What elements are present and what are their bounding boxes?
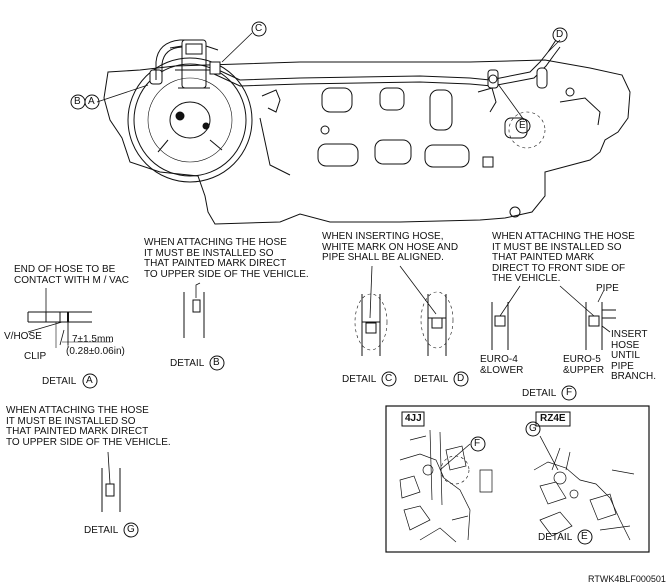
dimension-mm: 7±1.5mm xyxy=(72,334,114,345)
callout-a-main: A xyxy=(88,96,95,107)
vacuum-pipe xyxy=(155,39,561,113)
detail-d-letter: D xyxy=(457,373,465,384)
callout-b-main: B xyxy=(74,96,81,107)
detail-f-letter: F xyxy=(566,387,573,398)
detail-a-note: END OF HOSE TO BE CONTACT WITH M / VAC xyxy=(14,264,129,286)
callout-e-main: E xyxy=(519,120,526,131)
inset-callout-f: F xyxy=(474,438,481,449)
detail-cd-note: WHEN INSERTING HOSE, WHITE MARK ON HOSE … xyxy=(322,231,459,263)
detail-f-note: WHEN ATTACHING THE HOSE IT MUST BE INSTA… xyxy=(492,231,635,284)
callout-circles xyxy=(70,21,593,545)
detail-b-note: WHEN ATTACHING THE HOSE IT MUST BE INSTA… xyxy=(144,237,309,280)
dash-panel xyxy=(103,59,631,225)
engine-4jj-label: 4JJ xyxy=(405,413,422,424)
detail-g-note: WHEN ATTACHING THE HOSE IT MUST BE INSTA… xyxy=(6,405,171,448)
detail-b-caption: DETAIL xyxy=(170,358,205,369)
detail-c-drawing xyxy=(354,265,388,356)
detail-a-drawing xyxy=(27,288,112,348)
dimension-in: (0.28±0.06in) xyxy=(66,346,125,357)
euro5-label: EURO-5 &UPPER xyxy=(563,354,605,376)
detail-a-letter: A xyxy=(86,375,93,386)
callout-c-main: C xyxy=(255,23,263,34)
detail-b-letter: B xyxy=(213,357,220,368)
detail-g-letter: G xyxy=(127,524,135,535)
brake-booster xyxy=(127,39,253,183)
clip-label: CLIP xyxy=(24,351,47,362)
insert-hose-note: INSERT HOSE UNTIL PIPE BRANCH. xyxy=(611,329,657,382)
pipe-label: PIPE xyxy=(596,283,619,294)
detail-e-caption: DETAIL xyxy=(538,532,573,543)
detail-e-letter: E xyxy=(581,531,588,542)
detail-g-caption: DETAIL xyxy=(84,525,119,536)
detail-f-caption: DETAIL xyxy=(522,388,557,399)
figure-code: RTWK4BLF000501 xyxy=(588,574,666,584)
detail-c-caption: DETAIL xyxy=(342,374,377,385)
detail-f-drawing xyxy=(491,285,616,350)
detail-b-drawing xyxy=(183,282,205,338)
v-hose-label: V/HOSE xyxy=(4,331,42,342)
euro4-label: EURO-4 &LOWER xyxy=(480,354,524,376)
engine-rz4e-label: RZ4E xyxy=(540,413,566,424)
detail-a-caption: DETAIL xyxy=(42,376,77,387)
callout-d-main: D xyxy=(556,29,564,40)
detail-d-caption: DETAIL xyxy=(414,374,449,385)
detail-g-drawing xyxy=(101,451,121,512)
detail-c-letter: C xyxy=(385,373,393,384)
engine-inset xyxy=(385,405,650,553)
inset-callout-g: G xyxy=(529,423,537,434)
detail-d-drawing xyxy=(399,265,454,356)
